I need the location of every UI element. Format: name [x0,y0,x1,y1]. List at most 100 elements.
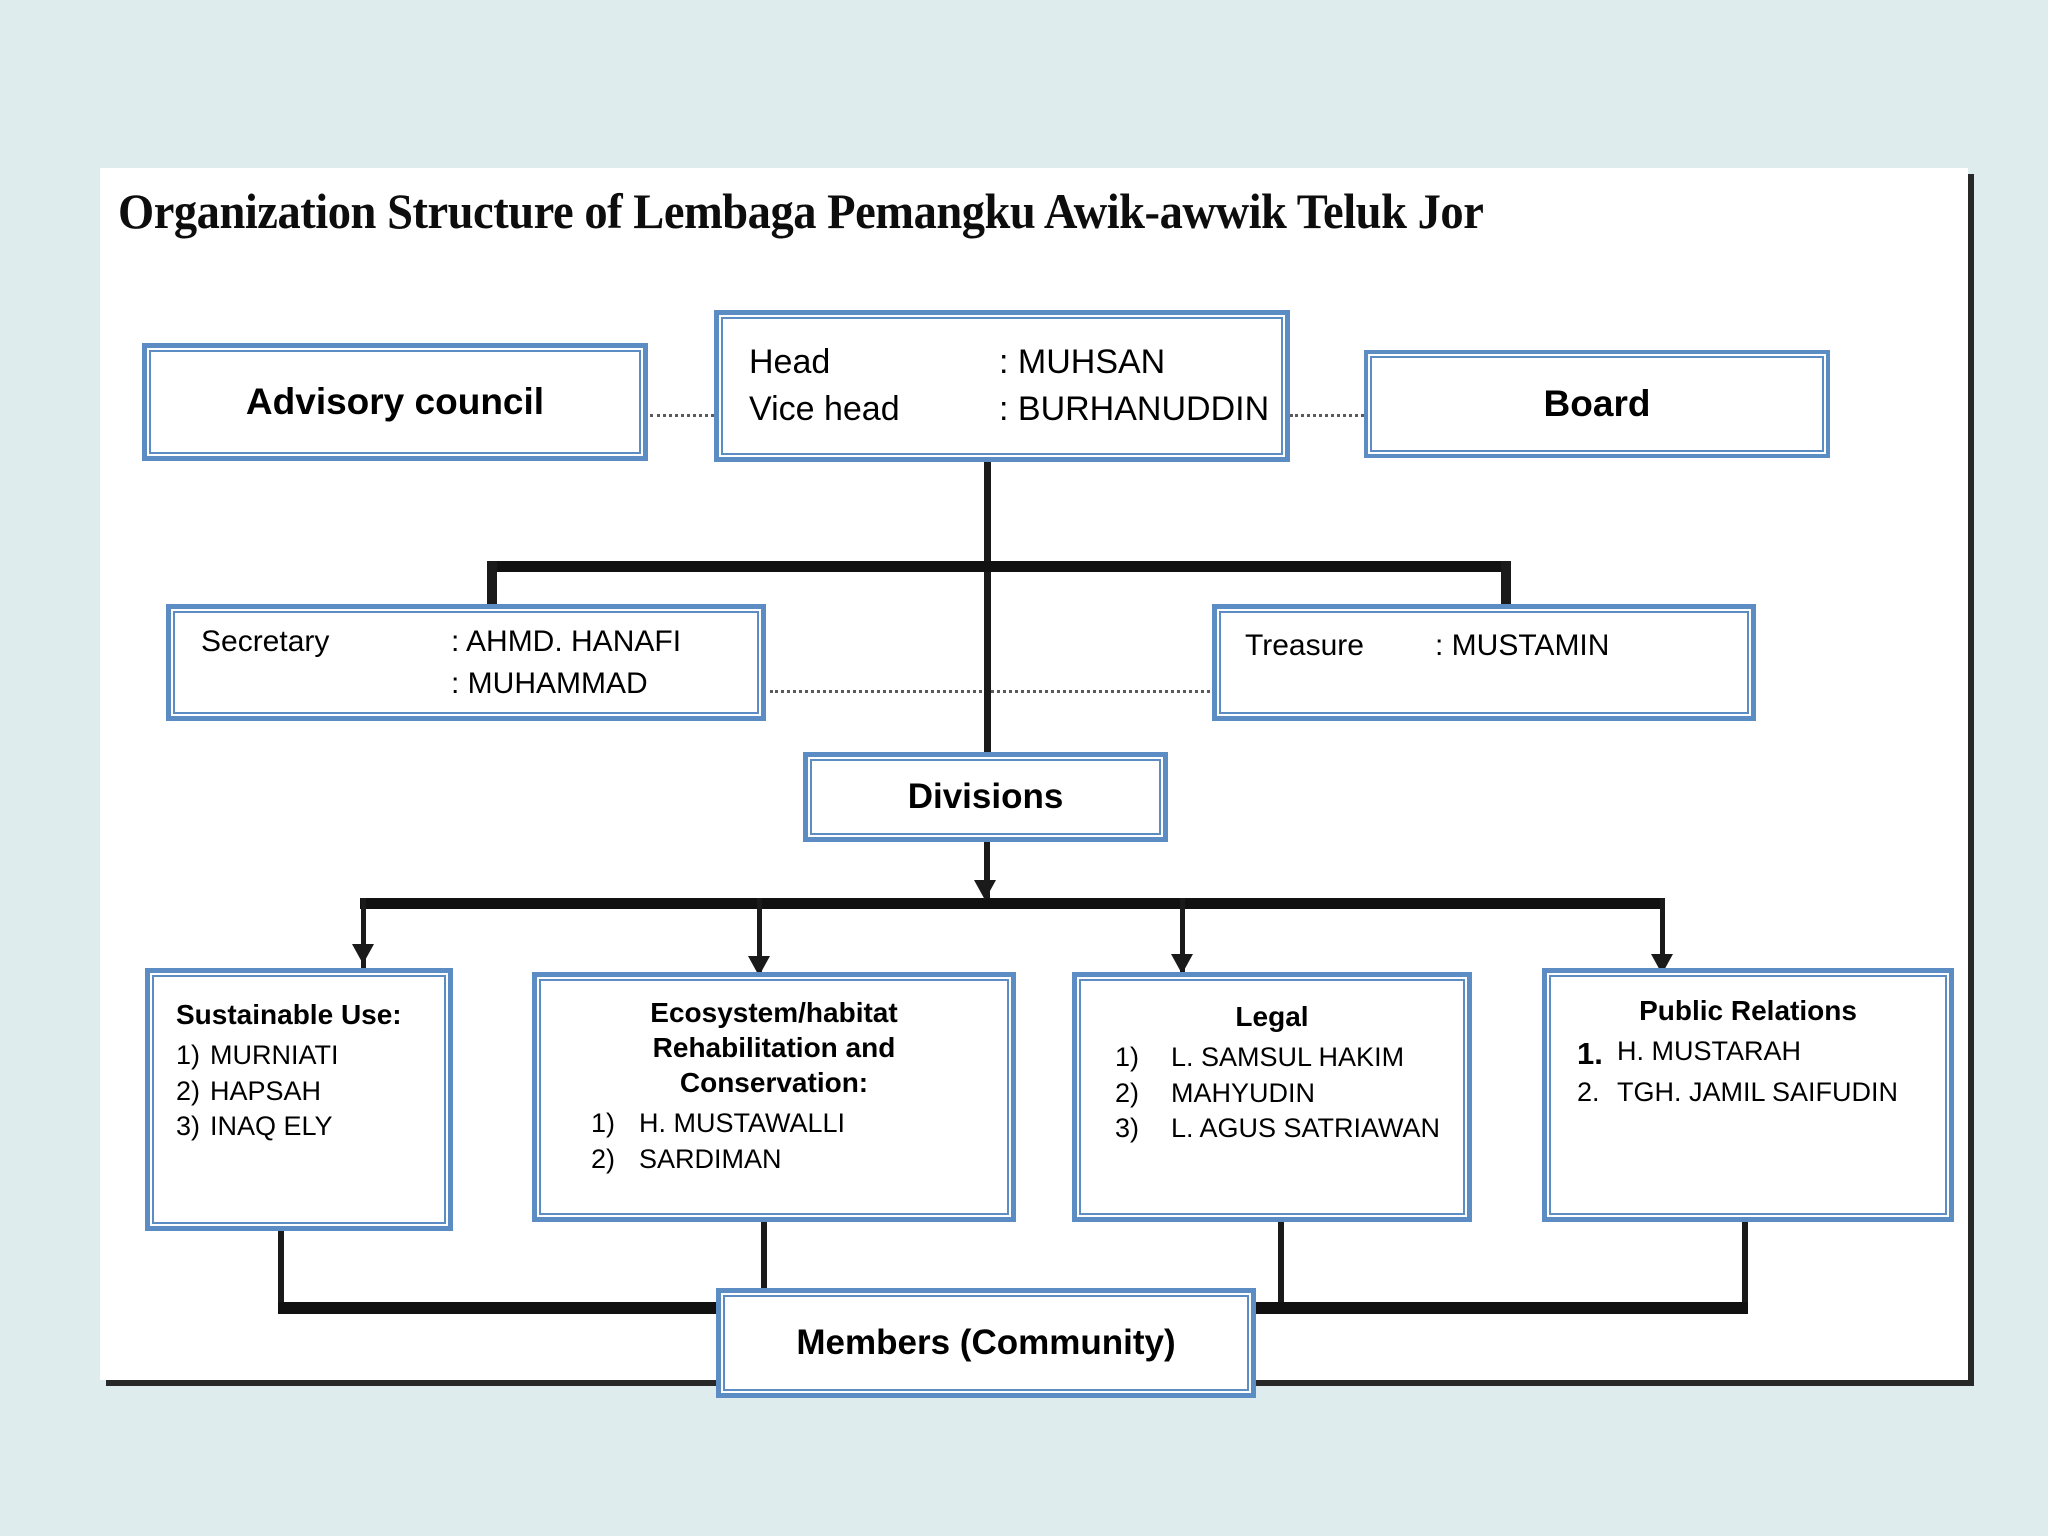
node-ecosystem-habitat[interactable]: Ecosystem/habitat Rehabilitation and Con… [532,972,1016,1222]
list-item-number: 1. [1577,1036,1603,1071]
treasure-row: Treasure : MUSTAMIN [1221,629,1747,663]
connector-up-sustainable-use [278,1228,284,1310]
list-item: 3) L. AGUS SATRIAWAN [1081,1111,1463,1147]
connector-drop-sustainable-use [361,898,366,968]
node-board-inner: Board [1370,356,1824,452]
node-head[interactable]: Head : MUHSAN Vice head : BURHANUDDIN [714,310,1290,462]
node-legal-list: 1) L. SAMSUL HAKIM 2) MAHYUDIN 3) L. AGU… [1081,1040,1463,1147]
node-members-label: Members (Community) [796,1323,1176,1362]
node-sustainable-use-heading: Sustainable Use: [176,999,402,1030]
node-treasure-inner: Treasure : MUSTAMIN [1219,611,1749,714]
connector-drop-legal [1180,898,1185,978]
list-item-number: 2) [1115,1077,1140,1108]
list-item-text: INAQ ELY [210,1111,333,1142]
secretary-row-2-key [201,666,451,702]
list-item: 2) MAHYUDIN [1081,1076,1463,1112]
vice-head-row: Vice head : BURHANUDDIN [723,386,1281,433]
arrow-to-ecosystem [748,956,770,976]
heading-line: Ecosystem/habitat [650,997,898,1028]
secretary-row-2: : MUHAMMAD [175,663,757,705]
list-item-number: 3) [1115,1113,1140,1144]
list-item: 1) H. MUSTAWALLI [541,1106,1007,1142]
connector-up-legal [1278,1222,1284,1310]
heading-line: Conservation: [679,1067,869,1098]
head-row: Head : MUHSAN [723,339,1281,386]
list-item-text: MURNIATI [210,1040,339,1070]
node-public-relations-heading: Public Relations [1639,995,1857,1026]
list-item: 3) INAQ ELY [154,1109,444,1145]
list-item: 1) L. SAMSUL HAKIM [1081,1040,1463,1076]
node-legal-heading: Legal [1235,1001,1309,1032]
list-item-text: SARDIMAN [639,1143,782,1174]
treasure-row-value: : MUSTAMIN [1435,629,1610,662]
heading-line: Rehabilitation and [652,1032,896,1063]
connector-drop-ecosystem [757,898,762,980]
secretary-row-2-value: : MUHAMMAD [451,666,648,700]
list-item: 2. TGH. JAMIL SAIFUDIN [1551,1075,1945,1111]
list-item-text: H. MUSTARAH [1617,1036,1802,1066]
connector-drop-public-relations [1660,898,1665,978]
list-item-number: 3) [176,1111,201,1142]
connector-head-trunk [984,462,991,752]
connector-secretary-drop [487,561,497,613]
node-secretary[interactable]: Secretary : AHMD. HANAFI : MUHAMMAD [166,604,766,721]
list-item: 1. H. MUSTARAH [1551,1034,1945,1075]
node-public-relations-list: 1. H. MUSTARAH 2. TGH. JAMIL SAIFUDIN [1551,1034,1945,1111]
list-item: 2) HAPSAH [154,1074,444,1110]
node-divisions[interactable]: Divisions [803,752,1168,842]
page-title: Organization Structure of Lembaga Pemang… [118,183,1484,239]
node-divisions-label: Divisions [907,777,1064,816]
connector-up-ecosystem [761,1222,767,1310]
node-ecosystem-habitat-inner: Ecosystem/habitat Rehabilitation and Con… [539,979,1009,1215]
node-members-inner: Members (Community) [723,1295,1249,1391]
list-item-text: TGH. JAMIL SAIFUDIN [1617,1076,1899,1107]
list-item-text: L. SAMSUL HAKIM [1171,1042,1405,1072]
list-item-number: 2) [591,1143,616,1174]
node-sustainable-use-list: 1) MURNIATI 2) HAPSAH 3) INAQ ELY [154,1038,444,1145]
vice-head-row-value: : BURHANUDDIN [999,390,1270,428]
list-item-number: 2. [1577,1076,1600,1107]
node-sustainable-use-inner: Sustainable Use: 1) MURNIATI 2) HAPSAH 3… [152,975,446,1224]
node-members[interactable]: Members (Community) [716,1288,1256,1398]
connector-treasure-drop [1501,561,1511,613]
connector-divisions-trunk [984,838,990,900]
list-item: 2) SARDIMAN [541,1142,1007,1178]
node-board-label: Board [1543,383,1651,424]
arrow-to-sustainable-use [352,944,374,964]
connector-advisory-to-head [650,414,732,417]
node-board[interactable]: Board [1364,350,1830,458]
node-legal[interactable]: Legal 1) L. SAMSUL HAKIM 2) MAHYUDIN 3) … [1072,972,1472,1222]
node-head-inner: Head : MUHSAN Vice head : BURHANUDDIN [721,317,1283,455]
arrow-divisions-to-bar [974,880,996,900]
list-item-number: 1) [591,1108,616,1138]
node-secretary-inner: Secretary : AHMD. HANAFI : MUHAMMAD [173,611,759,714]
node-treasure[interactable]: Treasure : MUSTAMIN [1212,604,1756,721]
list-item-number: 1) [1115,1042,1140,1072]
secretary-row-1-value: : AHMD. HANAFI [451,624,682,658]
arrow-to-legal [1171,954,1193,974]
node-ecosystem-habitat-heading: Ecosystem/habitat Rehabilitation and Con… [541,995,1007,1100]
secretary-row-1-key: Secretary [201,624,330,658]
node-divisions-inner: Divisions [810,759,1161,835]
connector-head-to-board [1290,414,1370,417]
list-item-number: 2) [176,1075,201,1106]
treasure-row-key: Treasure [1245,629,1364,662]
node-sustainable-use[interactable]: Sustainable Use: 1) MURNIATI 2) HAPSAH 3… [145,968,453,1231]
connector-up-public-relations [1742,1222,1748,1310]
node-public-relations-inner: Public Relations 1. H. MUSTARAH 2. TGH. … [1549,975,1947,1215]
connector-divisions-bar [360,898,1665,909]
list-item-text: HAPSAH [210,1075,322,1106]
node-advisory-council[interactable]: Advisory council [142,343,648,461]
head-row-value: : MUHSAN [999,342,1166,381]
list-item-text: H. MUSTAWALLI [639,1108,846,1138]
node-public-relations[interactable]: Public Relations 1. H. MUSTARAH 2. TGH. … [1542,968,1954,1222]
node-legal-inner: Legal 1) L. SAMSUL HAKIM 2) MAHYUDIN 3) … [1079,979,1465,1215]
node-advisory-council-inner: Advisory council [149,350,641,454]
list-item-number: 1) [176,1040,201,1070]
node-ecosystem-habitat-list: 1) H. MUSTAWALLI 2) SARDIMAN [541,1106,1007,1177]
list-item-text: L. AGUS SATRIAWAN [1171,1113,1441,1144]
list-item-text: MAHYUDIN [1171,1077,1316,1108]
vice-head-row-key: Vice head [749,390,900,428]
node-advisory-council-label: Advisory council [245,381,545,422]
secretary-row-1: Secretary : AHMD. HANAFI [175,621,757,663]
